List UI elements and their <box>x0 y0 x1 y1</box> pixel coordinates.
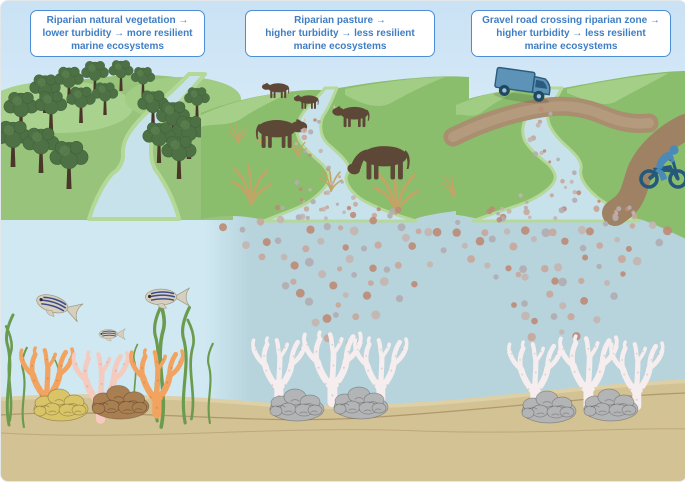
hill-highlight <box>345 77 445 106</box>
panel-natural-vegetation-land <box>1 60 241 221</box>
caption-line: marine ecosystems <box>71 41 164 52</box>
caption-natural-vegetation: Riparian natural vegetation → lower turb… <box>30 10 205 57</box>
gravel-road <box>443 96 659 147</box>
tree-icon <box>130 67 156 97</box>
caption-line: marine ecosystems <box>293 41 387 52</box>
seagrass-blade-icon <box>186 318 195 421</box>
sand-contour-line <box>1 428 685 436</box>
turbid-stream-pasture <box>262 86 418 223</box>
caption-line: Riparian pasture → <box>294 15 386 26</box>
caption-line: Riparian natural vegetation → <box>46 15 189 26</box>
seagrass-blade-icon <box>21 346 28 429</box>
seagrass-blade-icon <box>133 343 139 406</box>
tree-icon <box>142 122 176 163</box>
truck-icon <box>493 66 551 104</box>
caption-line: marine ecosystems <box>524 41 618 52</box>
grass-tuft-icon <box>230 164 272 206</box>
grass-tuft-icon <box>289 139 307 158</box>
tree-icon <box>66 86 96 123</box>
seagrass-blade-icon <box>207 342 214 425</box>
grass-tuft-icon <box>319 168 343 192</box>
tree-icon <box>81 61 109 95</box>
grass-tuft-icon <box>227 123 249 144</box>
tree-icon <box>184 87 210 119</box>
caption-line: higher turbidity → less resilient <box>265 28 415 39</box>
tree-icon <box>161 135 197 179</box>
tree-icon <box>22 127 60 173</box>
sediment-plume-right <box>432 219 672 342</box>
stream-sediment-middle <box>274 118 402 221</box>
caption-line: higher turbidity → less resilient <box>496 28 646 39</box>
healthy-coral-reef <box>4 287 214 429</box>
tree-icon <box>91 82 119 116</box>
stream-sediment-right <box>486 106 638 223</box>
caption-line: Gravel road crossing riparian zone → <box>482 15 660 26</box>
hill-highlight <box>201 91 293 127</box>
turbid-stream-road <box>471 86 641 223</box>
tree-icon <box>1 120 32 168</box>
caption-line: lower turbidity → more resilient <box>42 28 193 39</box>
seagrass-blade-icon <box>5 313 15 427</box>
caption-pasture: Riparian pasture → higher turbidity → le… <box>245 10 435 57</box>
panel-gravel-road-land <box>443 66 685 239</box>
panel-pasture-land <box>201 76 532 223</box>
caption-gravel-road: Gravel road crossing riparian zone → hig… <box>471 10 671 57</box>
tree-icon <box>34 91 68 131</box>
seagrass-blade-icon <box>4 325 13 423</box>
tree-icon <box>54 66 84 103</box>
tree-icon <box>49 140 89 189</box>
dirt-track <box>602 114 685 226</box>
riparian-forest <box>1 60 210 189</box>
tree-icon <box>108 60 134 91</box>
hill-highlight <box>567 73 669 104</box>
rider <box>655 145 679 181</box>
motorbike-icon <box>639 145 685 189</box>
seagrass-blade-icon <box>181 305 191 425</box>
